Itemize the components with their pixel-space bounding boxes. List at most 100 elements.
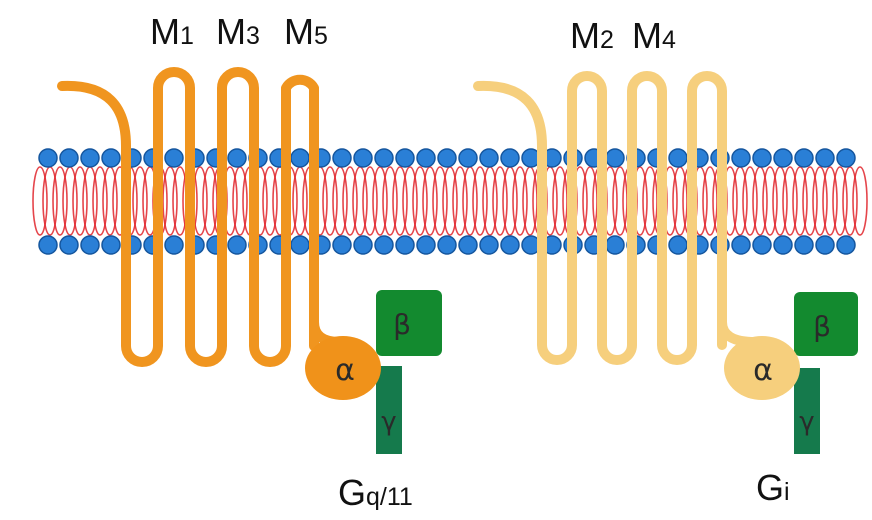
receptor-m1-m3-m5 bbox=[57, 67, 345, 367]
lipid-tail bbox=[412, 166, 428, 236]
phospholipid-head-outer bbox=[773, 148, 793, 168]
phospholipid-head-outer bbox=[605, 148, 625, 168]
phospholipid-head-inner bbox=[668, 235, 688, 255]
g-protein-gq11: β α γ Gq/11 bbox=[305, 290, 442, 513]
phospholipid-head-inner bbox=[416, 235, 436, 255]
phospholipid-head-inner bbox=[731, 235, 751, 255]
phospholipid-head-inner bbox=[332, 235, 352, 255]
beta-label-left: β bbox=[393, 308, 411, 341]
phospholipid-head-outer bbox=[752, 148, 772, 168]
phospholipid-head-inner bbox=[101, 235, 121, 255]
phospholipid-head-outer bbox=[836, 148, 856, 168]
label-m2: M2 bbox=[570, 15, 614, 56]
lipid-tail bbox=[322, 166, 338, 236]
lipid-tail bbox=[362, 166, 378, 236]
phospholipid-head-outer bbox=[101, 148, 121, 168]
lipid-tail bbox=[802, 166, 818, 236]
phospholipid-head-inner bbox=[479, 235, 499, 255]
phospholipid-head-inner bbox=[773, 235, 793, 255]
label-m1: M1 bbox=[150, 11, 194, 52]
gprotein-right-main: G bbox=[756, 467, 784, 508]
label-m2-sub: 2 bbox=[600, 26, 614, 54]
lipid-tail bbox=[782, 166, 798, 236]
phospholipid-head-inner bbox=[605, 235, 625, 255]
label-m2-main: M bbox=[570, 15, 600, 56]
phospholipid-head-inner bbox=[752, 235, 772, 255]
phospholipid-head-outer bbox=[290, 148, 310, 168]
alpha-label-right: α bbox=[753, 353, 773, 388]
phospholipid-head-outer bbox=[500, 148, 520, 168]
phospholipid-head-inner bbox=[836, 235, 856, 255]
lipid-tail bbox=[342, 166, 358, 236]
label-m1-main: M bbox=[150, 11, 180, 52]
phospholipid-head-inner bbox=[227, 235, 247, 255]
phospholipid-head-inner bbox=[815, 235, 835, 255]
lipid-tail bbox=[72, 166, 88, 236]
phospholipid-head-inner bbox=[290, 235, 310, 255]
phospholipid-head-outer bbox=[458, 148, 478, 168]
gprotein-label-right: Gi bbox=[756, 467, 790, 508]
phospholipid-head-outer bbox=[416, 148, 436, 168]
phospholipid-head-inner bbox=[500, 235, 520, 255]
phospholipid-head-inner bbox=[437, 235, 457, 255]
g-protein-gi: β α γ Gi bbox=[724, 292, 858, 508]
gamma-subunit-right bbox=[794, 368, 820, 454]
phospholipid-head-inner bbox=[38, 235, 58, 255]
lipid-tail bbox=[132, 166, 148, 236]
phospholipid-head-outer bbox=[815, 148, 835, 168]
lipid-tail bbox=[262, 166, 278, 236]
lipid-tail bbox=[422, 166, 438, 236]
gprotein-right-sub: i bbox=[784, 478, 790, 506]
phospholipid-head-inner bbox=[59, 235, 79, 255]
lipid-tail bbox=[392, 166, 408, 236]
phospholipid-head-outer bbox=[353, 148, 373, 168]
receptor-m2-m4 bbox=[473, 71, 760, 365]
phospholipid-head-outer bbox=[227, 148, 247, 168]
lipid-tail bbox=[812, 166, 828, 236]
lipid-tail bbox=[382, 166, 398, 236]
lipid-tail bbox=[372, 166, 388, 236]
gamma-label-right: γ bbox=[799, 407, 814, 437]
phospholipid-head-outer bbox=[668, 148, 688, 168]
phospholipid-head-inner bbox=[164, 235, 184, 255]
phospholipid-head-outer bbox=[38, 148, 58, 168]
phospholipid-head-inner bbox=[794, 235, 814, 255]
label-m4-main: M bbox=[632, 15, 662, 56]
label-m4: M4 bbox=[632, 15, 676, 56]
phospholipid-head-outer bbox=[332, 148, 352, 168]
lipid-tail bbox=[92, 166, 108, 236]
lipid-tail bbox=[512, 166, 528, 236]
beta-subunit-left bbox=[376, 290, 442, 356]
label-m1-sub: 1 bbox=[180, 22, 194, 50]
phospholipid-head-outer bbox=[374, 148, 394, 168]
phospholipid-head-inner bbox=[458, 235, 478, 255]
lipid-tail bbox=[852, 166, 868, 236]
lipid-tail bbox=[52, 166, 68, 236]
lipid-tail bbox=[842, 166, 858, 236]
label-m3-main: M bbox=[216, 11, 246, 52]
lipid-tail bbox=[762, 166, 778, 236]
phospholipid-head-outer bbox=[479, 148, 499, 168]
gprotein-left-sub: q/11 bbox=[366, 483, 413, 511]
alpha-subunit-right bbox=[724, 336, 800, 400]
label-m5-main: M bbox=[284, 11, 314, 52]
phospholipid-head-inner bbox=[353, 235, 373, 255]
phospholipid-head-outer bbox=[164, 148, 184, 168]
phospholipid-head-outer bbox=[731, 148, 751, 168]
phospholipid-head-inner bbox=[395, 235, 415, 255]
label-m5: M5 bbox=[284, 11, 328, 52]
lipid-tail bbox=[492, 166, 508, 236]
label-m3-sub: 3 bbox=[246, 22, 260, 50]
phospholipid-head-outer bbox=[794, 148, 814, 168]
beta-subunit-right bbox=[794, 292, 858, 356]
phospholipid-head-outer bbox=[59, 148, 79, 168]
lipid-tail bbox=[472, 166, 488, 236]
lipid-tail bbox=[432, 166, 448, 236]
phospholipid-head-outer bbox=[80, 148, 100, 168]
phospholipid-head-inner bbox=[80, 235, 100, 255]
label-m5-sub: 5 bbox=[314, 22, 328, 50]
lipid-tail bbox=[402, 166, 418, 236]
gprotein-left-main: G bbox=[338, 472, 366, 513]
lipid-tail bbox=[832, 166, 848, 236]
